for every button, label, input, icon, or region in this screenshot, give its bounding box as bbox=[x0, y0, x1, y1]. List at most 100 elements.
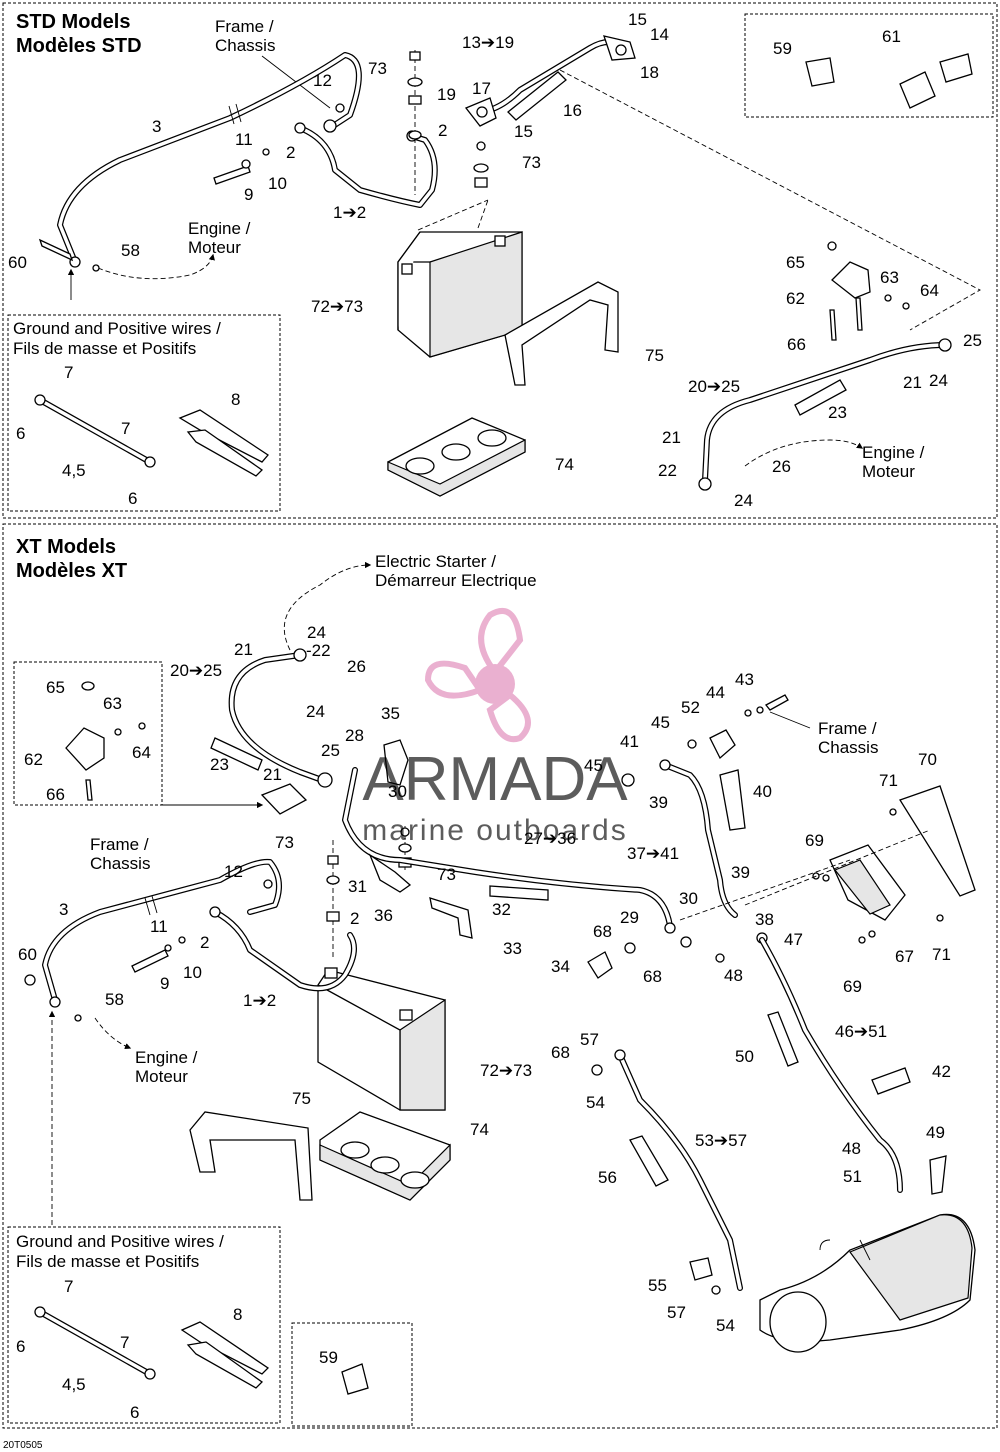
xt-wires-label-fr: Fils de masse et Positifs bbox=[16, 1252, 199, 1271]
xt-battery-strap-75 bbox=[189, 1111, 313, 1201]
std-connector-61 bbox=[899, 53, 973, 109]
xt-cable-46-51 bbox=[759, 937, 947, 1195]
xt-cover-33 bbox=[429, 897, 473, 939]
armada-watermark: ARMADA marine outboards bbox=[362, 607, 628, 847]
xt-callout-54: 1➔2 bbox=[243, 991, 276, 1010]
std-callout-18: 2 bbox=[438, 121, 447, 140]
xt-callout-37: 47 bbox=[784, 930, 803, 949]
xt-solenoid-mounted bbox=[260, 783, 308, 815]
std-models-panel: STD Models Modèles STD Frame / Chassis bbox=[2, 2, 998, 519]
std-callout-41: 21 bbox=[662, 428, 681, 447]
xt-callout-58: 72➔73 bbox=[480, 1061, 532, 1080]
xt-engine-label-fr: Moteur bbox=[135, 1067, 188, 1086]
xt-callout-51: 2 bbox=[200, 933, 209, 952]
xt-callout-77: 7 bbox=[120, 1333, 129, 1352]
propeller-blade bbox=[486, 691, 531, 743]
xt-callout-55: 60 bbox=[18, 945, 37, 964]
xt-callout-8: 21 bbox=[263, 765, 282, 784]
xt-callout-15: 62 bbox=[24, 750, 43, 769]
propeller-logo bbox=[424, 607, 531, 743]
xt-callout-69: 49 bbox=[926, 1123, 945, 1142]
std-callout-36: 25 bbox=[963, 331, 982, 350]
std-callout-17: 16 bbox=[563, 101, 582, 120]
std-callout-33: 64 bbox=[920, 281, 939, 300]
xt-starter-motor bbox=[759, 1213, 976, 1353]
xt-relay-block-67 bbox=[812, 785, 976, 944]
xt-callout-74: 54 bbox=[716, 1316, 735, 1335]
std-title-fr: Modèles STD bbox=[16, 35, 142, 57]
xt-callout-76: 6 bbox=[16, 1337, 25, 1356]
xt-callout-47: 69 bbox=[843, 977, 862, 996]
xt-wires-label-en: Ground and Positive wires / bbox=[16, 1232, 224, 1251]
xt-callout-29: 73 bbox=[437, 865, 456, 884]
xt-callout-17: 43 bbox=[735, 670, 754, 689]
std-solenoid-62 bbox=[827, 241, 910, 341]
xt-hardware-stack-73 bbox=[326, 826, 412, 960]
xt-callout-26: 73 bbox=[275, 833, 294, 852]
xt-callout-9: 35 bbox=[381, 704, 400, 723]
xt-callout-63: 54 bbox=[586, 1093, 605, 1112]
xt-callout-36: 29 bbox=[620, 908, 639, 927]
xt-callout-40: 68 bbox=[643, 967, 662, 986]
std-callout-16: 15 bbox=[514, 122, 533, 141]
std-callout-30: 61 bbox=[882, 27, 901, 46]
xt-callout-5: 24 bbox=[306, 702, 325, 721]
std-engine-arrow bbox=[97, 253, 215, 280]
xt-cable-53-57 bbox=[591, 1049, 743, 1295]
std-callout-35: 66 bbox=[787, 335, 806, 354]
xt-frame2-label-fr: Chassis bbox=[818, 738, 878, 757]
xt-callout-16: 66 bbox=[46, 785, 65, 804]
xt-solenoid-62 bbox=[65, 681, 146, 801]
xt-callout-14: 64 bbox=[132, 743, 151, 762]
xt-frame-label-en: Frame / bbox=[90, 835, 149, 854]
xt-battery-tray-74 bbox=[319, 1111, 451, 1201]
xt-callout-42: 69 bbox=[805, 831, 824, 850]
std-callout-2: 3 bbox=[152, 117, 161, 136]
xt-callout-70: 51 bbox=[843, 1167, 862, 1186]
std-callout-23: 7 bbox=[64, 363, 73, 382]
xt-callout-30: 32 bbox=[492, 900, 511, 919]
std-callout-29: 59 bbox=[773, 39, 792, 58]
std-callout-32: 63 bbox=[880, 268, 899, 287]
xt-callout-61: 57 bbox=[580, 1030, 599, 1049]
xt-callout-31: 33 bbox=[503, 939, 522, 958]
xt-callout-27: 31 bbox=[348, 877, 367, 896]
std-callout-34: 62 bbox=[786, 289, 805, 308]
xt-crimp-tool-8 bbox=[180, 1321, 270, 1389]
std-title-en: STD Models bbox=[16, 11, 130, 33]
xt-starter-label-en: Electric Starter / bbox=[375, 552, 496, 571]
xt-models-panel: XT Models Modèles XT Electric Starter / … bbox=[2, 523, 998, 1429]
xt-callout-18: 44 bbox=[706, 683, 725, 702]
xt-callout-45: 67 bbox=[895, 947, 914, 966]
xt-frame2-label-en: Frame / bbox=[818, 719, 877, 738]
xt-starter-cable-20-25 bbox=[210, 648, 333, 788]
std-engine2-arrow bbox=[744, 439, 864, 467]
xt-callout-21: 41 bbox=[620, 732, 639, 751]
xt-callout-38: 68 bbox=[593, 922, 612, 941]
xt-callout-13: 63 bbox=[103, 694, 122, 713]
std-wire-4-5 bbox=[34, 394, 156, 468]
std-wires-label-en: Ground and Positive wires / bbox=[13, 319, 221, 338]
std-callout-22: 74 bbox=[555, 455, 574, 474]
std-callout-10: 13➔19 bbox=[462, 33, 514, 52]
std-callout-44: 26 bbox=[772, 457, 791, 476]
xt-callout-62: 68 bbox=[551, 1043, 570, 1062]
xt-starter-label-fr: Démarreur Electrique bbox=[375, 571, 537, 590]
xt-callout-1: -22 bbox=[306, 641, 331, 660]
xt-engine-arrow bbox=[94, 1017, 132, 1050]
propeller-blade bbox=[424, 660, 485, 699]
xt-callout-22: 45 bbox=[584, 756, 603, 775]
xt-callout-48: 12 bbox=[224, 862, 243, 881]
std-hardware-9-10-11 bbox=[213, 103, 345, 185]
xt-positive-cable-2 bbox=[209, 906, 357, 992]
xt-callout-53: 9 bbox=[160, 974, 169, 993]
std-battery-tray-74 bbox=[387, 417, 526, 497]
xt-inset-59 bbox=[291, 1322, 413, 1427]
std-callout-21: 75 bbox=[645, 346, 664, 365]
std-callout-1: 12 bbox=[313, 71, 332, 90]
xt-callout-32: 37➔41 bbox=[627, 844, 679, 863]
std-wires-inset bbox=[7, 314, 281, 512]
std-callout-39: 20➔25 bbox=[688, 377, 740, 396]
xt-frame2-leader bbox=[769, 711, 811, 729]
